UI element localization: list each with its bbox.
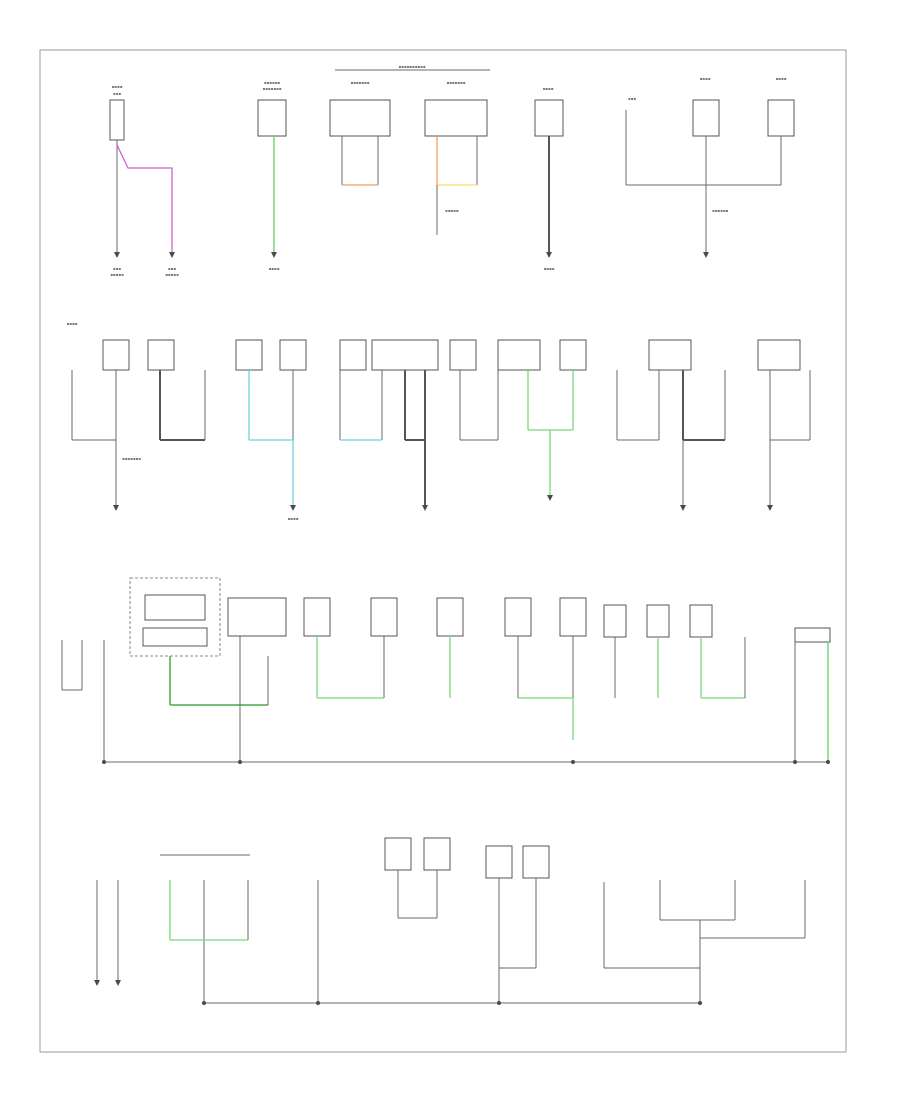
- svg-text:▪▪▪▪: ▪▪▪▪: [269, 266, 280, 271]
- component-14: [303, 597, 398, 699]
- svg-text:▪▪▪▪▪▪: ▪▪▪▪▪▪: [712, 208, 729, 213]
- svg-text:▪▪▪▪▪▪▪: ▪▪▪▪▪▪▪: [447, 80, 466, 85]
- component-3: ▪▪▪▪▪▪▪: [329, 80, 391, 186]
- component-2: ▪▪▪▪▪▪ ▪▪▪▪▪▪▪ ▪▪▪▪: [257, 80, 287, 271]
- component-17: [794, 627, 831, 762]
- component-10: [449, 339, 587, 501]
- svg-text:▪▪▪: ▪▪▪: [113, 91, 121, 96]
- row-1: ▪▪▪▪▪▪▪▪▪▪ ▪▪▪▪ ▪▪▪ ▪▪▪ ▪▪▪▪▪ ▪▪▪ ▪▪▪▪▪ …: [109, 64, 795, 277]
- svg-text:▪▪▪▪: ▪▪▪▪: [544, 266, 555, 271]
- dashed-module-box: [129, 577, 221, 657]
- row-2: ▪▪▪▪ ▪▪▪▪▪▪▪ ▪▪▪▪: [67, 321, 811, 521]
- svg-text:▪▪▪: ▪▪▪: [168, 266, 176, 271]
- component-1: ▪▪▪▪ ▪▪▪ ▪▪▪ ▪▪▪▪▪ ▪▪▪ ▪▪▪▪▪: [109, 84, 179, 277]
- component-4: ▪▪▪▪▪▪▪ ▪▪▪▪▪: [424, 80, 488, 235]
- svg-text:▪▪▪▪▪: ▪▪▪▪▪: [445, 208, 459, 213]
- svg-text:▪▪▪: ▪▪▪: [113, 266, 121, 271]
- svg-text:▪▪▪▪: ▪▪▪▪: [700, 76, 711, 81]
- component-15: [436, 597, 587, 740]
- diagram-frame: [39, 49, 847, 1053]
- svg-text:▪▪▪▪: ▪▪▪▪: [288, 516, 299, 521]
- component-7: ▪▪▪▪ ▪▪▪▪▪▪▪: [67, 321, 206, 511]
- svg-text:▪▪▪▪▪: ▪▪▪▪▪: [110, 272, 124, 277]
- svg-text:▪▪▪▪▪▪▪: ▪▪▪▪▪▪▪: [122, 456, 141, 461]
- component-5: ▪▪▪▪ ▪▪▪▪: [534, 86, 564, 271]
- component-16: [603, 604, 746, 699]
- component-11: [616, 339, 811, 511]
- svg-text:▪▪▪▪: ▪▪▪▪: [543, 86, 554, 91]
- svg-text:▪▪▪: ▪▪▪: [628, 96, 636, 101]
- component-22: [603, 880, 806, 1003]
- component-6: ▪▪▪ ▪▪▪▪ ▪▪▪▪ ▪▪▪▪▪▪: [625, 76, 795, 258]
- component-13: [169, 597, 287, 762]
- svg-text:▪▪▪▪▪: ▪▪▪▪▪: [165, 272, 179, 277]
- svg-text:▪▪▪▪▪▪▪: ▪▪▪▪▪▪▪: [351, 80, 370, 85]
- component-8: ▪▪▪▪: [235, 339, 307, 521]
- component-18: [94, 880, 121, 986]
- component-9: [339, 339, 439, 511]
- component-21: [384, 837, 550, 1003]
- svg-text:▪▪▪▪: ▪▪▪▪: [67, 321, 78, 326]
- svg-text:▪▪▪▪▪▪: ▪▪▪▪▪▪: [264, 80, 281, 85]
- svg-text:▪▪▪▪: ▪▪▪▪: [112, 84, 123, 89]
- component-12: [61, 640, 105, 762]
- svg-text:▪▪▪▪: ▪▪▪▪: [776, 76, 787, 81]
- component-19: [160, 854, 250, 1003]
- svg-text:▪▪▪▪▪▪▪: ▪▪▪▪▪▪▪: [263, 86, 282, 91]
- row-3: [61, 577, 831, 764]
- row-4: [94, 837, 806, 1005]
- svg-text:▪▪▪▪▪▪▪▪▪▪: ▪▪▪▪▪▪▪▪▪▪: [398, 64, 425, 69]
